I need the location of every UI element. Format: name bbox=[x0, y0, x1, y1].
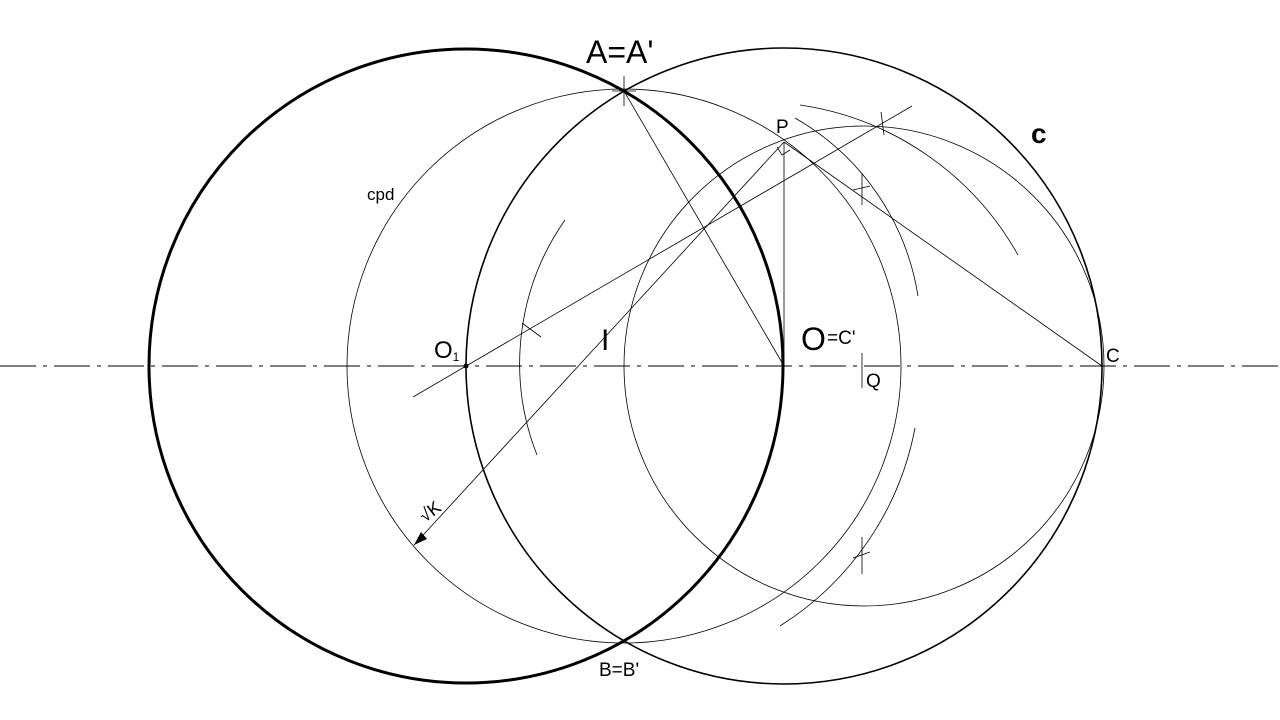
line-through-O1 bbox=[412, 105, 913, 398]
right-angle-mark bbox=[776, 146, 791, 156]
tick-upper-right bbox=[880, 111, 885, 136]
arc-upper-right bbox=[799, 104, 1019, 256]
tick-left-cross bbox=[521, 322, 542, 338]
label-O-suffix: =C' bbox=[827, 328, 855, 349]
circle-through-P bbox=[623, 125, 1105, 607]
label-sqrtK: √K bbox=[415, 497, 445, 526]
arrowhead-sqrtK bbox=[414, 532, 427, 545]
line-A-O bbox=[623, 90, 785, 367]
label-C: C bbox=[1106, 346, 1120, 367]
arc-lower bbox=[779, 427, 916, 627]
tick-lower-cross bbox=[852, 551, 871, 559]
label-O1: O1 bbox=[434, 337, 460, 364]
label-P: P bbox=[776, 117, 789, 138]
label-cpd: cpd bbox=[367, 185, 394, 204]
tick-mid-right-cross bbox=[852, 185, 871, 191]
label-B: B=B' bbox=[599, 660, 639, 681]
label-O1-base: O bbox=[434, 337, 453, 364]
point-O1 bbox=[463, 363, 469, 369]
label-I: I bbox=[601, 324, 609, 357]
label-c: c bbox=[1031, 118, 1047, 149]
arc-left bbox=[519, 219, 566, 456]
line-P-C bbox=[783, 141, 1103, 367]
label-Q: Q bbox=[866, 371, 881, 392]
label-O1-sub: 1 bbox=[453, 350, 460, 364]
arc-upper-mid bbox=[794, 117, 919, 297]
thick-circle-O1 bbox=[147, 47, 785, 685]
label-A: A=A' bbox=[586, 34, 653, 70]
line-sqrtK-P bbox=[413, 141, 785, 546]
label-O: O bbox=[801, 321, 826, 357]
